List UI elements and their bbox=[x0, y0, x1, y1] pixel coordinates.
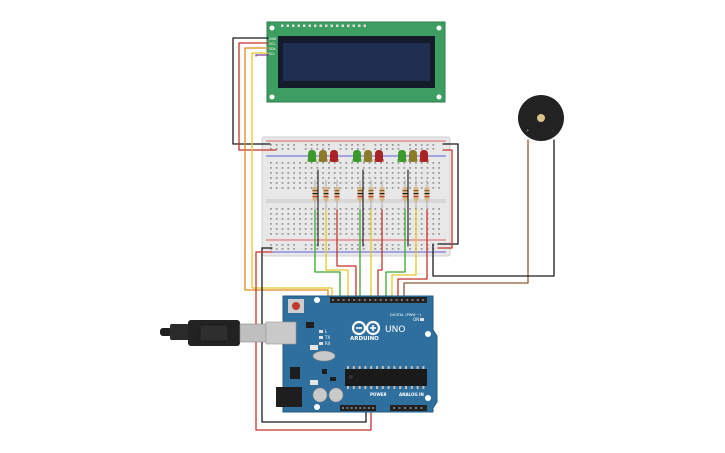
lcd-pin-label: SDA bbox=[269, 47, 276, 51]
analog-header[interactable] bbox=[390, 405, 427, 411]
lcd-pin bbox=[308, 24, 311, 27]
chip-pins bbox=[347, 366, 425, 389]
wire-lcd-extra[interactable] bbox=[255, 54, 269, 57]
breadboard-holes bbox=[270, 144, 440, 250]
buzzer-center bbox=[537, 114, 545, 122]
usb-cable-boot bbox=[170, 324, 190, 340]
wire-lcd-scl[interactable] bbox=[251, 52, 333, 299]
arduino-model: UNO bbox=[385, 325, 405, 335]
wire-rail-gnd-right[interactable] bbox=[437, 143, 459, 245]
lcd-pin bbox=[314, 24, 317, 27]
wire-led-3[interactable] bbox=[336, 209, 357, 299]
svg-text:-: - bbox=[552, 128, 554, 133]
reset-button-cap bbox=[292, 302, 300, 310]
led-on-label: ON bbox=[413, 317, 419, 322]
lcd-pin bbox=[303, 24, 306, 27]
lcd-screen bbox=[283, 43, 430, 81]
dc-power-jack bbox=[276, 387, 302, 407]
crystal-oscillator bbox=[312, 350, 336, 362]
lcd-pin-label: VCC bbox=[269, 42, 276, 46]
lcd-pin bbox=[297, 24, 300, 27]
wire-lcd-vcc[interactable] bbox=[238, 42, 277, 151]
wire-arduino-gnd[interactable] bbox=[261, 247, 367, 423]
arduino-brand: ARDUINO bbox=[350, 336, 379, 342]
resistor-group bbox=[312, 180, 430, 210]
lcd-pin bbox=[292, 24, 295, 27]
lcd-mount-hole bbox=[269, 25, 275, 31]
capacitor bbox=[312, 387, 328, 403]
breadboard-body bbox=[261, 136, 451, 257]
led-l-label: L bbox=[325, 329, 328, 334]
usb-cable[interactable] bbox=[160, 320, 267, 346]
lcd-pin-label: GND bbox=[269, 37, 277, 41]
lcd-mount-hole bbox=[269, 94, 275, 100]
usb-b-jack bbox=[265, 321, 297, 345]
arduino-uno-board[interactable]: L TX RX ON ARDUINO UNO DIGITAL (PWM ~) P… bbox=[265, 295, 438, 413]
lcd-module[interactable]: GND VCC SDA SCL bbox=[266, 21, 446, 103]
wire-buzzer-signal[interactable] bbox=[403, 139, 529, 299]
lcd-pin bbox=[363, 24, 366, 27]
arduino-logo bbox=[351, 320, 381, 336]
lcd-pin bbox=[341, 24, 344, 27]
lcd-pin-label: SCL bbox=[269, 52, 275, 56]
lcd-pin bbox=[358, 24, 361, 27]
lcd-pin bbox=[281, 24, 284, 27]
wire-group bbox=[232, 37, 555, 431]
wire-led-8[interactable] bbox=[391, 209, 417, 299]
arduino-mount-hole bbox=[425, 395, 431, 401]
header-holes bbox=[332, 299, 425, 409]
digital-header[interactable] bbox=[330, 297, 427, 303]
wire-arduino-5v[interactable] bbox=[255, 251, 372, 431]
led-group bbox=[307, 150, 429, 162]
power-header[interactable] bbox=[340, 405, 376, 411]
usb-b-port bbox=[239, 323, 267, 343]
power-header-label: POWER bbox=[370, 392, 387, 397]
lcd-pin bbox=[347, 24, 350, 27]
wire-rail-vcc-right[interactable] bbox=[437, 149, 453, 249]
lcd-pin-row bbox=[281, 24, 366, 27]
led-tx-label: TX bbox=[324, 335, 330, 340]
analog-header-label: ANALOG IN bbox=[399, 392, 424, 397]
lcd-mount-hole bbox=[436, 25, 442, 31]
arduino-mount-hole bbox=[425, 331, 431, 337]
lcd-mount-hole bbox=[436, 94, 442, 100]
atmega-chip bbox=[345, 369, 427, 386]
piezo-buzzer[interactable]: + - bbox=[518, 95, 564, 141]
arduino-mount-hole bbox=[314, 297, 320, 303]
wire-led-6[interactable] bbox=[377, 209, 383, 299]
wire-buzzer-gnd[interactable] bbox=[432, 139, 555, 277]
digital-header-label: DIGITAL (PWM ~) bbox=[390, 313, 422, 317]
lcd-pin bbox=[286, 24, 289, 27]
lcd-pin bbox=[352, 24, 355, 27]
lcd-pin bbox=[336, 24, 339, 27]
lcd-pin bbox=[319, 24, 322, 27]
led-rx-label: RX bbox=[325, 341, 331, 346]
voltage-regulator bbox=[290, 367, 300, 379]
usb-cable-strain-relief bbox=[160, 328, 172, 336]
breadboard-center-channel bbox=[266, 199, 446, 203]
lcd-pin bbox=[330, 24, 333, 27]
wire-led-9[interactable] bbox=[397, 209, 428, 299]
breadboard[interactable] bbox=[261, 136, 451, 257]
wire-led-7[interactable] bbox=[385, 209, 406, 299]
wire-led-2[interactable] bbox=[325, 209, 349, 299]
capacitor bbox=[328, 387, 344, 403]
lcd-pin bbox=[325, 24, 328, 27]
arduino-mount-hole bbox=[314, 404, 320, 410]
wire-led-1[interactable] bbox=[314, 209, 341, 299]
wire-lcd-sda[interactable] bbox=[244, 47, 329, 299]
svg-text:+: + bbox=[526, 128, 529, 133]
